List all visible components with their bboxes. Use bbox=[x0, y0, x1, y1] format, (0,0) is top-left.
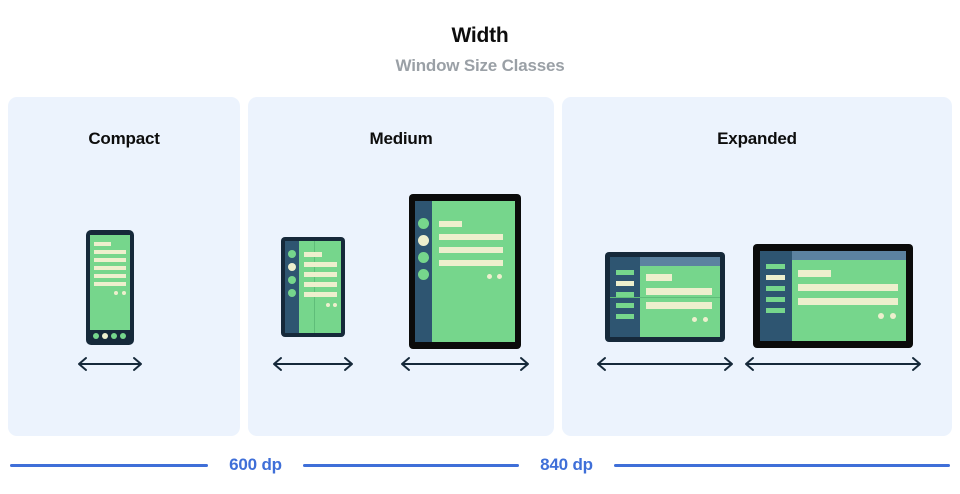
phone-nav-bar bbox=[90, 330, 130, 341]
content-line bbox=[646, 288, 712, 295]
content-line bbox=[798, 284, 898, 291]
breakpoint-line-right bbox=[614, 464, 950, 467]
content-dot bbox=[878, 313, 884, 319]
foldable-open-screen bbox=[610, 257, 720, 337]
rail-item bbox=[288, 250, 296, 258]
breakpoint-line-left bbox=[10, 464, 208, 467]
content-line bbox=[439, 260, 503, 266]
device-foldable-closed bbox=[281, 237, 345, 337]
content-line bbox=[646, 302, 712, 309]
fold-crease bbox=[610, 297, 720, 298]
content-line bbox=[94, 250, 126, 254]
breakpoint-label-840: 840 dp bbox=[540, 455, 593, 474]
panel-expanded: Expanded bbox=[562, 97, 952, 436]
nav-item bbox=[120, 333, 126, 339]
nav-item-active bbox=[102, 333, 108, 339]
rail-item bbox=[766, 264, 785, 269]
width-arrow-tablet-landscape bbox=[745, 355, 921, 373]
device-tablet-portrait bbox=[409, 194, 521, 349]
content-line bbox=[304, 272, 337, 277]
content-line bbox=[646, 274, 672, 281]
tablet-landscape-screen bbox=[760, 251, 906, 341]
content-line bbox=[304, 252, 322, 257]
nav-item bbox=[111, 333, 117, 339]
tablet-portrait-screen bbox=[415, 201, 515, 342]
rail-item-active bbox=[616, 281, 634, 286]
rail-item bbox=[766, 286, 785, 291]
page-title: Width bbox=[451, 24, 509, 47]
content-dot bbox=[487, 274, 492, 279]
panel-compact: Compact bbox=[8, 97, 240, 436]
content-dot bbox=[890, 313, 896, 319]
rail-item bbox=[766, 308, 785, 313]
content-line bbox=[94, 258, 126, 262]
content-line bbox=[94, 274, 126, 278]
nav-rail bbox=[415, 201, 432, 342]
content-dot bbox=[497, 274, 502, 279]
rail-item bbox=[766, 297, 785, 302]
content-dot bbox=[333, 303, 337, 307]
device-phone-portrait bbox=[86, 230, 134, 345]
panel-title-compact: Compact bbox=[88, 129, 160, 148]
width-arrow-compact bbox=[78, 355, 142, 373]
breakpoint-label-600: 600 dp bbox=[229, 455, 282, 474]
rail-item bbox=[418, 252, 429, 263]
rail-item bbox=[616, 314, 634, 319]
panel-title-medium: Medium bbox=[369, 129, 433, 148]
rail-item bbox=[288, 276, 296, 284]
nav-rail bbox=[760, 251, 792, 341]
phone-screen bbox=[90, 235, 130, 330]
content-line bbox=[798, 270, 831, 277]
nav-item bbox=[93, 333, 99, 339]
content-line bbox=[439, 221, 462, 227]
rail-item-active bbox=[288, 263, 296, 271]
device-tablet-landscape bbox=[753, 244, 913, 348]
content-line bbox=[94, 242, 111, 246]
width-arrow-foldable-closed bbox=[273, 355, 353, 373]
panel-medium: Medium bbox=[248, 97, 554, 436]
panel-title-expanded: Expanded bbox=[717, 129, 797, 148]
rail-item-active bbox=[766, 275, 785, 280]
content-line bbox=[94, 266, 126, 270]
rail-item bbox=[616, 292, 634, 297]
content-line bbox=[304, 292, 337, 297]
content-dot bbox=[703, 317, 708, 322]
device-foldable-open bbox=[605, 252, 725, 342]
breakpoint-line-middle bbox=[303, 464, 519, 467]
content-dot bbox=[326, 303, 330, 307]
content-line bbox=[304, 282, 337, 287]
content-line bbox=[798, 298, 898, 305]
rail-item-active bbox=[418, 235, 429, 246]
content-dot bbox=[692, 317, 697, 322]
rail-item bbox=[418, 218, 429, 229]
width-arrow-foldable-open bbox=[597, 355, 733, 373]
app-bar bbox=[640, 257, 720, 266]
nav-rail bbox=[285, 241, 299, 333]
foldable-closed-screen bbox=[285, 241, 341, 333]
content-line bbox=[439, 234, 503, 240]
rail-item bbox=[616, 303, 634, 308]
content-line bbox=[94, 282, 126, 286]
rail-item bbox=[418, 269, 429, 280]
page-subtitle: Window Size Classes bbox=[395, 56, 565, 75]
rail-item bbox=[616, 270, 634, 275]
fold-crease bbox=[314, 241, 315, 333]
breakpoint-ruler: 600 dp 840 dp bbox=[0, 436, 960, 494]
width-arrow-tablet-portrait bbox=[401, 355, 529, 373]
content-line bbox=[439, 247, 503, 253]
content-dot bbox=[122, 291, 126, 295]
content-dot bbox=[114, 291, 118, 295]
app-bar bbox=[792, 251, 906, 260]
rail-item bbox=[288, 289, 296, 297]
content-line bbox=[304, 262, 337, 267]
